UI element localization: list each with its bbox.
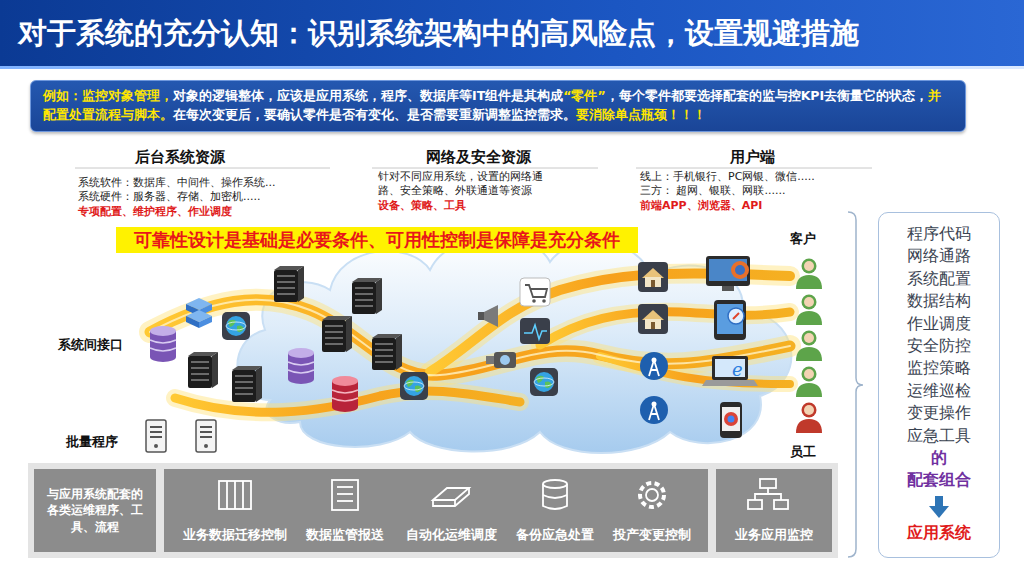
resource-note: 三方： 超网、银联、网联...... [640,184,785,198]
column-heading: 后台系统资源 [135,148,225,168]
node-text: 可靠性设计是基础是必要条件、可用性控制是保障是充分条件 [134,228,620,252]
example-text: 要消除单点瓶颈！！！ [576,107,706,122]
component-item: 应急工具 [879,425,999,447]
example-text: “零件” [563,88,605,103]
column-heading: 网络及安全资源 [426,148,531,168]
tool-label: 投产变更控制 [613,526,691,544]
side-label: 员工 [790,444,816,461]
resource-note: 针对不同应用系统，设置的网络通路、安全策略、外联通道等资源 [378,170,554,199]
side-label: 批量程序 [66,434,118,451]
component-item: 数据结构 [879,290,999,312]
tool-label: 业务应用监控 [716,526,832,544]
example-box: 例如：监控对象管理，对象的逻辑整体，应该是应用系统，程序、数据库等IT组件是其构… [30,80,966,132]
tool-label: 业务数据迁移控制 [183,526,287,544]
example-text: 对象的逻辑整体，应该是应用系统，程序、数据库等IT组件是其构成 [173,88,563,103]
resource-note: 系统软件：数据库、中间件、操作系统... [78,176,276,190]
title-bar-rule [0,66,1024,69]
column-heading: 用户端 [730,148,775,168]
highlight-note: 前端APP、浏览器、API [640,199,762,213]
highlight-note: 设备、策略、工具 [378,199,466,213]
side-label: 客户 [790,231,816,248]
tool-label: 备份应急处置 [516,526,594,544]
component-item: 安全防控 [879,335,999,357]
svg-text:e: e [732,359,743,380]
component-item: 变更操作 [879,402,999,424]
slide-title: 对于系统的充分认知：识别系统架构中的高风险点，设置规避措施 [18,15,859,51]
node-text: 与应用系统配套的各类运维程序、工具、流程 [42,486,148,535]
component-item: 运维巡检 [879,380,999,402]
component-item: 的 [879,447,999,469]
highlight-note: 专项配置、维护程序、作业调度 [78,205,232,219]
component-item: 应用系统 [879,522,999,544]
component-item: 网络通路 [879,245,999,267]
example-text: 在每次变更后，要确认零件是否有变化、是否需要重新调整监控需求。 [173,107,576,122]
tool-label: 数据监管报送 [306,526,384,544]
highlight-banner: 可靠性设计是基础是必要条件、可用性控制是保障是充分条件 [116,227,638,253]
tool-group-box: 与应用系统配套的各类运维程序、工具、流程 [34,469,156,552]
side-label: 系统间接口 [58,337,123,354]
component-item: 配套组合 [879,469,999,491]
tool-label: 自动化运维调度 [406,526,497,544]
component-item: 程序代码 [879,223,999,245]
component-item: 作业调度 [879,313,999,335]
resource-note: 线上：手机银行、PC网银、微信..... [640,170,815,184]
example-text: 例如：监控对象管理， [43,88,173,103]
monitor-box: 业务应用监控 [716,469,832,552]
resource-note: 系统硬件：服务器、存储、加密机..... [78,190,260,204]
component-item: 监控策略 [879,357,999,379]
example-text: ，每个零件都要选择配套的监与控KPI去衡量它的状态， [606,88,929,103]
component-item: 系统配置 [879,268,999,290]
